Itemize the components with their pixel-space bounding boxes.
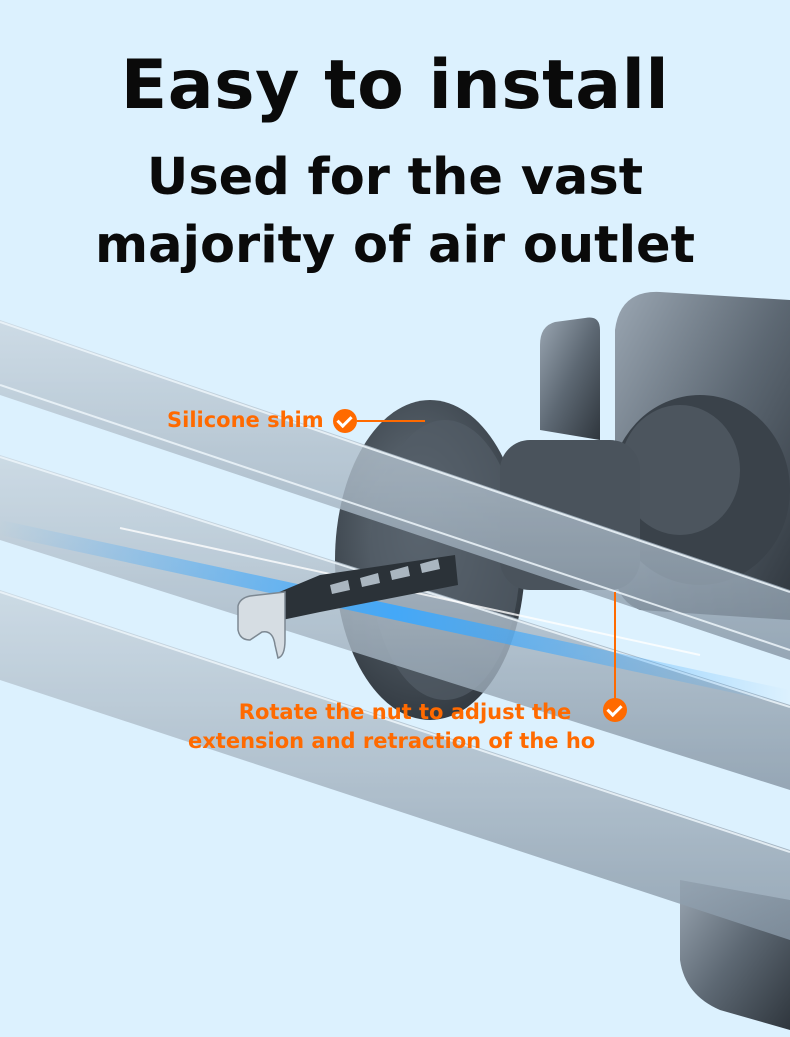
callout-silicone-shim: Silicone shim [167,408,324,432]
subheadline-line-2: majority of air outlet [94,216,696,275]
subheadline-line-1: Used for the vast [146,148,644,207]
callout-rotate-nut-line-1: Rotate the nut to adjust the [238,700,572,724]
callout-rotate-nut: Rotate the nut to adjust the extension a… [188,698,595,756]
headline: Easy to install [120,46,670,125]
callout-leader-line [357,420,425,422]
check-circle-icon [333,409,357,433]
callout-leader-line [614,592,616,700]
check-circle-icon [603,698,627,722]
callout-rotate-nut-line-2: extension and retraction of the ho [188,729,596,753]
